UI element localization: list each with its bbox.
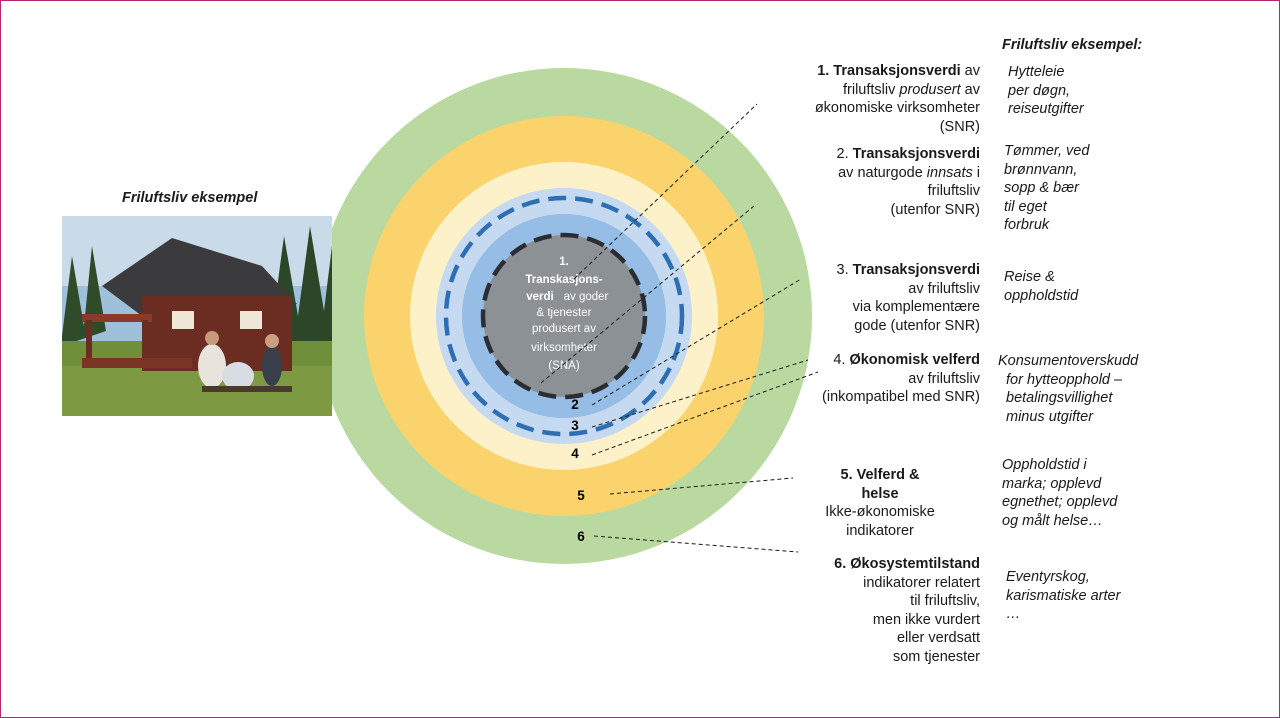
center-rest-2: & tjenester [537, 307, 592, 319]
leader-line-5 [609, 477, 794, 495]
photo-title: Friluftsliv eksempel [122, 190, 258, 206]
cabin-photo [62, 216, 332, 416]
example-5: Oppholdstid i marka; opplevd egnethet; o… [1002, 457, 1118, 529]
ring-number-5: 5 [577, 488, 585, 503]
leader-line-1 [573, 103, 758, 280]
ring-3-dashed-border [443, 195, 685, 437]
ring-number-3: 3 [571, 418, 579, 433]
ring-number-4: 4 [571, 446, 579, 461]
label-4: 4. Økonomisk velferd av friluftsliv (ink… [822, 352, 980, 406]
leader-line-6 [593, 535, 799, 553]
center-rest-5: (SNA) [548, 360, 579, 372]
example-3: Reise & oppholdstid [1004, 269, 1079, 304]
label-2: 2. Transaksjonsverdi av naturgode innsat… [836, 146, 980, 218]
center-circle [483, 235, 645, 397]
center-rest-1: av goder [564, 291, 609, 303]
examples-title: Friluftsliv eksempel: [1002, 37, 1143, 53]
center-bold-1: Transkasjons- [525, 274, 603, 286]
center-dashed-border [480, 232, 648, 400]
example-6: Eventyrskog, karismatiske arter … [1006, 569, 1121, 623]
ring-number-6: 6 [577, 529, 585, 544]
label-1: 1. Transaksjonsverdi av friluftsliv prod… [814, 63, 980, 135]
center-bold-2: verdi [526, 291, 554, 303]
label-5: 5. Velferd & helse Ikke-økonomiske indik… [825, 467, 935, 539]
example-1: Hytteleie per døgn, reiseutgifter [1008, 64, 1084, 118]
center-rest-4: virksomheter [531, 342, 597, 354]
label-6: 6. Økosystemtilstand indikatorer relater… [834, 556, 980, 665]
leader-line-3 [591, 278, 802, 406]
leader-line-4 [591, 359, 809, 428]
leader-line-4b [591, 371, 819, 456]
example-2: Tømmer, ved brønnvann, sopp & bær til eg… [1004, 143, 1090, 234]
example-4: Konsumentoverskudd for hytteopphold – be… [998, 353, 1139, 425]
center-rest-3: produsert av [532, 323, 596, 335]
ring-number-2: 2 [571, 397, 579, 412]
center-number: 1. [559, 256, 569, 268]
label-3: 3. Transaksjonsverdi av friluftsliv via … [836, 262, 980, 334]
